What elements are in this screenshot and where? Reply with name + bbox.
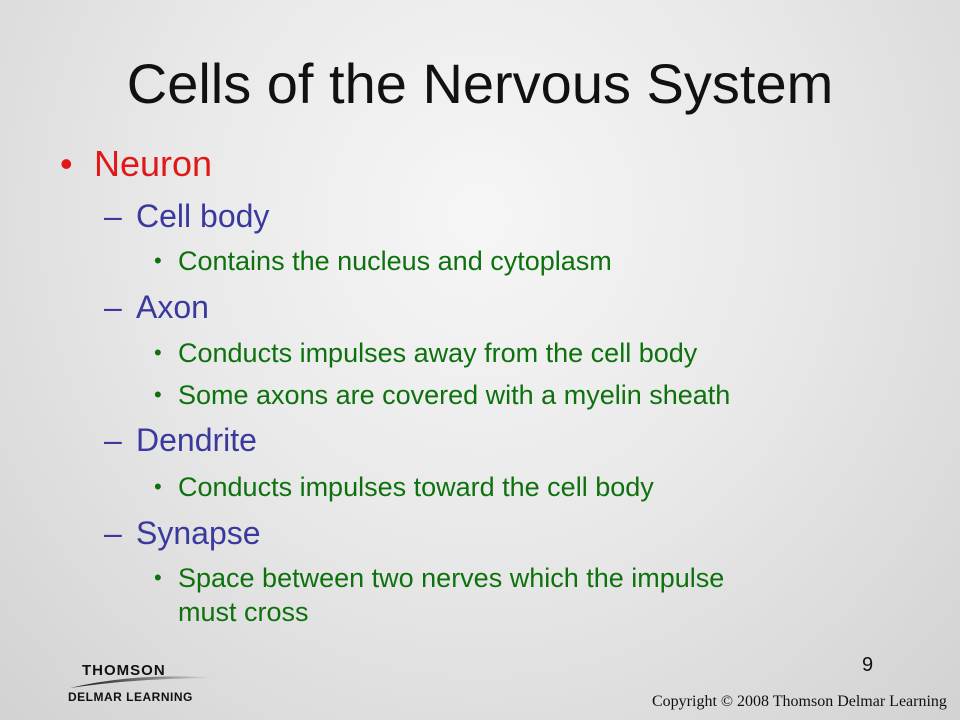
page-number: 9: [862, 654, 874, 676]
bullet-marker: •: [154, 474, 162, 499]
dash-marker: –: [104, 515, 122, 551]
copyright-notice: Copyright © 2008 Thomson Delmar Learning: [652, 693, 947, 710]
point-cell-body-1-text: Contains the nucleus and cytoplasm: [178, 246, 612, 276]
point-axon-2-text: Some axons are covered with a myelin she…: [178, 380, 731, 410]
dash-marker: –: [104, 198, 122, 234]
logo-line-delmar: DELMAR LEARNING: [68, 690, 193, 704]
subbullet-axon-text: Axon: [136, 289, 209, 325]
dash-marker: –: [104, 289, 122, 325]
publisher-logo: THOMSON DELMAR LEARNING: [68, 662, 268, 707]
point-dendrite-1-text: Conducts impulses toward the cell body: [178, 472, 654, 502]
bullet-marker: •: [154, 565, 162, 590]
bullet-marker: •: [154, 248, 162, 273]
bullet-marker: •: [60, 143, 73, 184]
subbullet-synapse-text: Synapse: [136, 515, 261, 551]
point-synapse-1-text: Space between two nerves which the impul…: [178, 563, 725, 593]
bullet-marker: •: [154, 382, 162, 407]
logo-swoosh-icon: [70, 676, 216, 688]
dash-marker: –: [104, 422, 122, 458]
point-synapse-1-continuation-text: must cross: [178, 597, 309, 627]
bullet-marker: •: [154, 340, 162, 365]
slide-title: Cells of the Nervous System: [126, 52, 834, 115]
logo-line-thomson: THOMSON: [82, 662, 166, 679]
subbullet-cell-body-text: Cell body: [136, 198, 270, 234]
subbullet-dendrite-text: Dendrite: [136, 422, 257, 458]
bullet-neuron-text: Neuron: [94, 143, 213, 184]
point-axon-1-text: Conducts impulses away from the cell bod…: [178, 338, 698, 368]
